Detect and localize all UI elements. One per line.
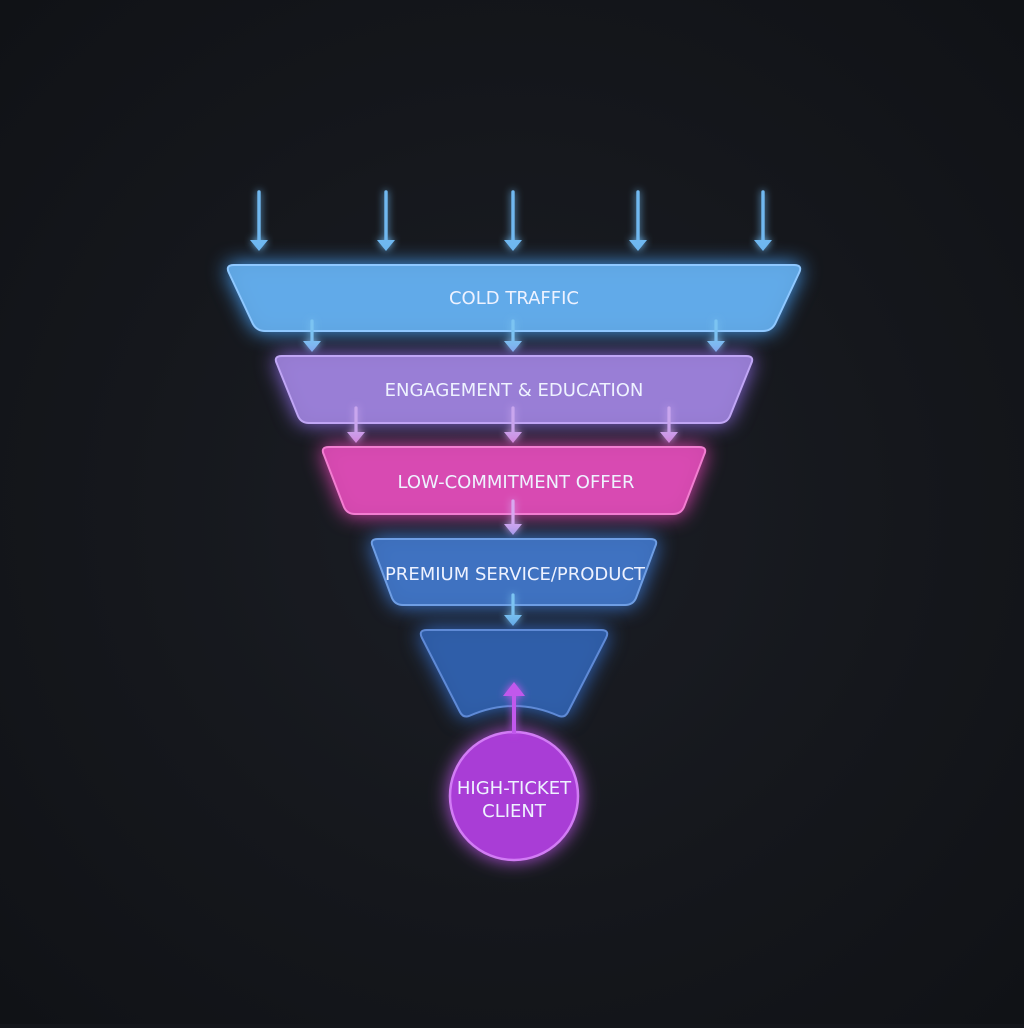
down-arrow-icon bbox=[504, 406, 522, 443]
down-arrow-icon bbox=[504, 319, 522, 352]
down-arrow-icon bbox=[504, 190, 522, 251]
stage-funnel-tip-band bbox=[419, 629, 609, 718]
stage-low-commitment: LOW-COMMITMENT OFFER bbox=[321, 446, 707, 515]
down-arrow-icon bbox=[707, 319, 725, 352]
stage-engagement-label: ENGAGEMENT & EDUCATION bbox=[385, 380, 644, 401]
up-arrow-icon bbox=[503, 682, 525, 696]
down-arrow-icon bbox=[754, 190, 772, 251]
stage-cold-traffic-label: COLD TRAFFIC bbox=[449, 288, 579, 309]
stage-2-arrows bbox=[347, 406, 678, 443]
top-arrows bbox=[250, 190, 772, 251]
stage-4-arrows bbox=[504, 593, 522, 626]
stage-engagement-band bbox=[274, 355, 754, 424]
stage-1-arrows bbox=[303, 319, 725, 352]
down-arrow-icon bbox=[347, 406, 365, 443]
stage-premium-band bbox=[370, 538, 658, 606]
stage-cold-traffic: COLD TRAFFIC bbox=[226, 264, 802, 332]
stage-low-commitment-band bbox=[321, 446, 707, 515]
stage-funnel-tip bbox=[419, 629, 609, 718]
result-label-line1: HIGH-TICKET bbox=[457, 778, 572, 799]
stage-premium: PREMIUM SERVICE/PRODUCT bbox=[370, 538, 658, 606]
down-arrow-icon bbox=[504, 593, 522, 626]
down-arrow-icon bbox=[504, 499, 522, 535]
stage-premium-label: PREMIUM SERVICE/PRODUCT bbox=[385, 564, 646, 585]
down-arrow-icon bbox=[303, 319, 321, 352]
down-arrow-icon bbox=[660, 406, 678, 443]
result-label-line2: CLIENT bbox=[482, 801, 547, 822]
stage-3-arrows bbox=[504, 499, 522, 535]
down-arrow-icon bbox=[377, 190, 395, 251]
stage-engagement: ENGAGEMENT & EDUCATION bbox=[274, 355, 754, 424]
result-high-ticket-client: HIGH-TICKET CLIENT bbox=[448, 730, 580, 862]
up-arrow bbox=[503, 682, 525, 734]
stage-cold-traffic-band bbox=[226, 264, 802, 332]
down-arrow-icon bbox=[629, 190, 647, 251]
stage-low-commitment-label: LOW-COMMITMENT OFFER bbox=[397, 472, 634, 493]
down-arrow-icon bbox=[250, 190, 268, 251]
